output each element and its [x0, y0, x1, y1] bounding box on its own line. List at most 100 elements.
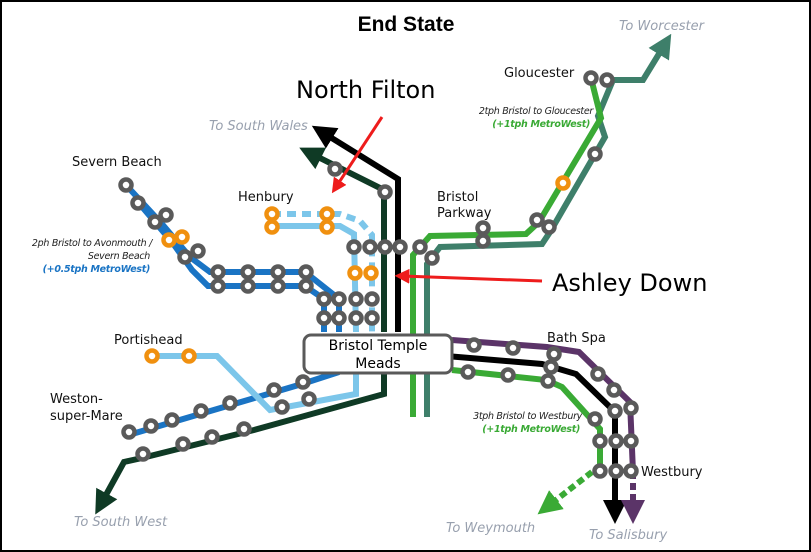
- new-station-stop[interactable]: [363, 265, 379, 281]
- station-stop[interactable]: [135, 446, 151, 462]
- new-station-stop[interactable]: [181, 348, 197, 364]
- station-stop[interactable]: [266, 382, 282, 398]
- station-stop[interactable]: [147, 214, 163, 230]
- line-darkgreen-south-west: [95, 374, 387, 515]
- station-stop[interactable]: [331, 310, 347, 326]
- station-stop[interactable]: [204, 429, 220, 445]
- station-stop[interactable]: [592, 463, 608, 479]
- station-stop[interactable]: [505, 340, 521, 356]
- station-stop[interactable]: [295, 374, 311, 390]
- station-stop[interactable]: [316, 310, 332, 326]
- station-stop[interactable]: [236, 421, 252, 437]
- station-stop[interactable]: [298, 278, 314, 294]
- station-stop[interactable]: [327, 161, 343, 177]
- destination-south-wales: To South Wales: [209, 119, 308, 134]
- north-filton-callout-arrow: [331, 116, 384, 194]
- line-henbury-lightblue: [272, 223, 359, 333]
- note-severn-metrowest: (+0.5tph MetroWest): [43, 264, 150, 275]
- station-stop[interactable]: [121, 424, 137, 440]
- station-stop[interactable]: [298, 264, 314, 280]
- station-stop[interactable]: [316, 291, 332, 307]
- station-stop[interactable]: [608, 433, 624, 449]
- station-stop[interactable]: [412, 239, 428, 255]
- station-stop[interactable]: [274, 399, 290, 415]
- station-stop[interactable]: [599, 72, 615, 88]
- destination-south-west: To South West: [74, 515, 168, 530]
- station-stop[interactable]: [583, 70, 599, 86]
- station-stop[interactable]: [210, 278, 226, 294]
- station-stop[interactable]: [130, 195, 146, 211]
- station-stop[interactable]: [623, 400, 639, 416]
- station-stop[interactable]: [222, 395, 238, 411]
- station-stop[interactable]: [164, 412, 180, 428]
- station-stop[interactable]: [608, 463, 624, 479]
- station-stop[interactable]: [175, 436, 191, 452]
- note-gloucester-metrowest: (+1tph MetroWest): [492, 119, 590, 130]
- station-label-westbury: Westbury: [641, 465, 703, 480]
- new-station-stop[interactable]: [347, 265, 363, 281]
- new-station-stop[interactable]: [264, 206, 280, 222]
- station-label-weston-1: Weston-: [50, 392, 103, 407]
- station-stop[interactable]: [270, 264, 286, 280]
- station-stop[interactable]: [592, 433, 608, 449]
- station-stop[interactable]: [177, 249, 193, 265]
- new-station-stop[interactable]: [319, 219, 335, 235]
- new-metrowest-stations: [144, 175, 571, 364]
- station-stop[interactable]: [424, 250, 440, 266]
- station-label-bristol-parkway-1: Bristol: [437, 190, 478, 205]
- station-stop[interactable]: [377, 239, 393, 255]
- ashley-down-callout-arrow: [394, 268, 543, 284]
- ashley-down-callout: Ashley Down: [552, 269, 707, 297]
- station-stop[interactable]: [270, 278, 286, 294]
- station-stop[interactable]: [346, 239, 362, 255]
- station-stop[interactable]: [623, 433, 639, 449]
- note-westbury-service: 3tph Bristol to Westbury: [473, 411, 583, 422]
- station-stop[interactable]: [118, 177, 134, 193]
- station-stop[interactable]: [546, 346, 562, 362]
- station-stop[interactable]: [460, 364, 476, 380]
- station-stop[interactable]: [348, 310, 364, 326]
- station-stop[interactable]: [500, 367, 516, 383]
- station-stop[interactable]: [158, 207, 174, 223]
- station-stop[interactable]: [240, 264, 256, 280]
- station-label-weston-2: super-Mare: [50, 409, 123, 424]
- station-stop[interactable]: [364, 291, 380, 307]
- station-stop[interactable]: [377, 184, 393, 200]
- station-stop[interactable]: [587, 411, 603, 427]
- station-stop[interactable]: [529, 212, 545, 228]
- station-stop[interactable]: [190, 243, 206, 259]
- station-label-severn-beach: Severn Beach: [72, 155, 162, 170]
- new-station-stop[interactable]: [161, 232, 177, 248]
- station-stop[interactable]: [541, 219, 557, 235]
- station-stop[interactable]: [475, 233, 491, 249]
- new-station-stop[interactable]: [319, 206, 335, 222]
- station-stop[interactable]: [193, 403, 209, 419]
- new-station-stop[interactable]: [144, 348, 160, 364]
- station-stop[interactable]: [301, 391, 317, 407]
- station-stop[interactable]: [143, 418, 159, 434]
- station-stop[interactable]: [466, 337, 482, 353]
- new-station-stop[interactable]: [264, 219, 280, 235]
- station-stop[interactable]: [392, 239, 408, 255]
- station-stop[interactable]: [590, 366, 606, 382]
- station-stop[interactable]: [607, 403, 623, 419]
- station-stop[interactable]: [362, 239, 378, 255]
- station-stop[interactable]: [475, 220, 491, 236]
- station-stop[interactable]: [623, 463, 639, 479]
- station-stop[interactable]: [240, 278, 256, 294]
- existing-stations: [118, 70, 639, 479]
- station-stop[interactable]: [331, 291, 347, 307]
- hub-label-line2: Meads: [355, 356, 400, 372]
- new-station-stop[interactable]: [555, 175, 571, 191]
- new-station-stop[interactable]: [174, 229, 190, 245]
- station-stop[interactable]: [364, 310, 380, 326]
- station-stop[interactable]: [348, 291, 364, 307]
- bristol-temple-meads-hub[interactable]: Bristol Temple Meads: [302, 333, 454, 375]
- station-stop[interactable]: [543, 359, 559, 375]
- note-severn-service-1: 2ph Bristol to Avonmouth /: [32, 238, 154, 249]
- station-stop[interactable]: [587, 146, 603, 162]
- station-stop[interactable]: [210, 264, 226, 280]
- diagram-title: End State: [358, 13, 455, 36]
- station-stop[interactable]: [540, 373, 556, 389]
- station-stop[interactable]: [606, 382, 622, 398]
